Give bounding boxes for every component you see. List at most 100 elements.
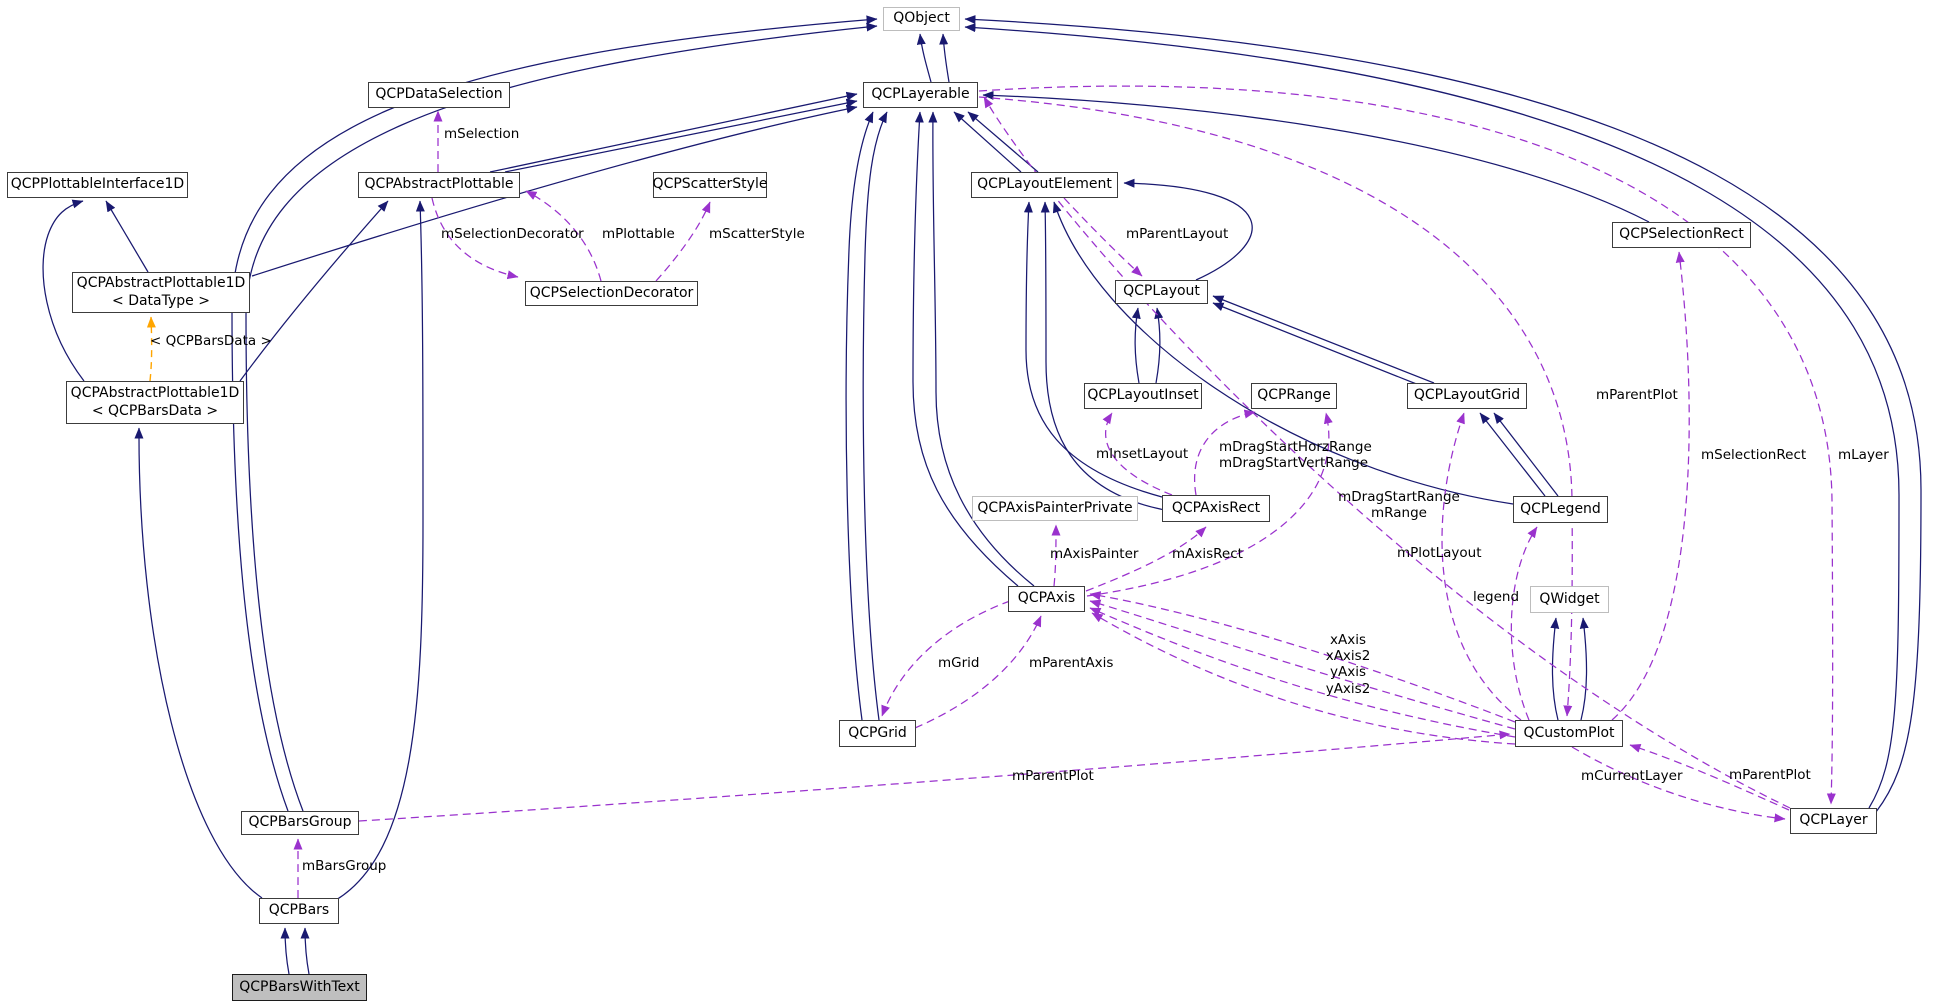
edge-label-maxisrect: mAxisRect <box>1172 546 1243 562</box>
edge-label-axes: xAxis xAxis2 yAxis yAxis2 <box>1325 632 1371 697</box>
edge-label-mgrid: mGrid <box>938 655 980 671</box>
edge-layerable-qobject-1 <box>916 33 932 83</box>
edge-grid-layerable-1 <box>845 111 874 721</box>
edge-xaxis <box>1089 591 1516 723</box>
edge-layoutelement-layerable-1 <box>953 111 1022 173</box>
edge-plottable1d-layerable <box>251 104 858 277</box>
edge-label-mselectiondecorator: mSelectionDecorator <box>441 226 584 242</box>
class-node-qcplayerable[interactable]: QCPLayerable <box>863 82 978 108</box>
edge-mscatterstyle <box>655 201 711 282</box>
edge-barswithtext-bars-1 <box>280 927 290 975</box>
edge-label-mlayer: mLayer <box>1838 447 1889 463</box>
edge-layoutinset-layout-1 <box>1131 307 1141 384</box>
edge-axis-layerable-1 <box>912 111 1019 587</box>
edge-label-mplottable: mPlottable <box>602 226 675 242</box>
edge-label-mparentplot-bottomcenter: mParentPlot <box>1012 768 1094 784</box>
edge-axis-layerable-2 <box>928 111 1035 587</box>
edge-mparentplot-layerable <box>978 96 1573 717</box>
edge-legend-layoutgrid-2 <box>1493 412 1559 497</box>
edge-label-mparentlayout: mParentLayout <box>1126 226 1229 242</box>
edge-mplotlayout <box>1441 412 1522 721</box>
edge-axisrect-layoutelement-1 <box>1023 201 1163 498</box>
class-node-qcpabstractplottable1d-datatype[interactable]: QCPAbstractPlottable1D < DataType > <box>72 272 250 313</box>
edge-layer-qobject-1 <box>964 15 1922 813</box>
edge-plottable1d-interface1d <box>105 200 149 273</box>
class-node-qcplayer[interactable]: QCPLayer <box>1790 808 1877 834</box>
edge-label-mbarsgroup: mBarsGroup <box>302 858 387 874</box>
edge-mplottable <box>525 190 602 282</box>
edge-legend-layoutgrid-1 <box>1479 412 1546 497</box>
class-node-qcpgrid[interactable]: QCPGrid <box>839 720 916 747</box>
edge-barsgroup-qobject-1 <box>231 15 878 812</box>
edge-customplot-qwidget-1 <box>1550 617 1560 721</box>
class-node-qcpplottableinterface1d[interactable]: QCPPlottableInterface1D <box>7 172 188 198</box>
class-node-qcpselectiondecorator[interactable]: QCPSelectionDecorator <box>525 281 698 306</box>
edge-layout-layoutelement-loop <box>1123 178 1253 281</box>
class-node-qcplayoutelement[interactable]: QCPLayoutElement <box>971 172 1118 198</box>
edge-label-mplotlayout: mPlotLayout <box>1397 545 1482 561</box>
edge-label-mparentaxis: mParentAxis <box>1029 655 1114 671</box>
edge-layoutgrid-layout-2 <box>1212 295 1435 384</box>
edge-label-mdragstart-ranges: mDragStartHorzRange mDragStartVertRange <box>1219 439 1372 472</box>
class-node-qcpabstractplottable[interactable]: QCPAbstractPlottable <box>358 172 520 198</box>
class-node-qcplegend[interactable]: QCPLegend <box>1513 496 1608 523</box>
edge-bars-barsdata <box>134 427 263 899</box>
edge-grid-layerable-2 <box>862 111 888 721</box>
class-node-qcplayoutgrid[interactable]: QCPLayoutGrid <box>1407 383 1527 409</box>
edge-barsgroup-qobject-2 <box>245 22 878 812</box>
edge-label-mselection: mSelection <box>444 126 520 142</box>
edge-mparentplot-barsgroup <box>358 730 1511 822</box>
edge-xaxis2 <box>1089 599 1516 730</box>
edge-mlayer <box>978 85 1836 805</box>
edge-label-mcurrentlayer: mCurrentLayer <box>1581 768 1683 784</box>
class-node-qcpselectionrect[interactable]: QCPSelectionRect <box>1612 222 1751 248</box>
edge-barswithtext-bars-2 <box>300 927 310 975</box>
class-node-qcustomplot[interactable]: QCustomPlot <box>1515 720 1623 747</box>
edge-mparentlayout <box>1063 197 1143 277</box>
template-edges <box>146 316 156 382</box>
edge-bars-abstractplottable <box>335 200 425 901</box>
class-node-qcpbars[interactable]: QCPBars <box>259 898 339 924</box>
edge-legend-layoutelement <box>1052 201 1514 505</box>
edge-label-mparentplot-right: mParentPlot <box>1596 387 1678 403</box>
class-node-qcplayoutinset[interactable]: QCPLayoutInset <box>1084 383 1202 409</box>
class-node-qcpaxis[interactable]: QCPAxis <box>1008 586 1085 612</box>
edge-abstractplottable-layerable-2 <box>504 98 858 173</box>
edge-layoutgrid-layout-1 <box>1212 302 1420 386</box>
edge-layerable-qobject-2 <box>939 33 950 83</box>
class-node-qcpscatterstyle[interactable]: QCPScatterStyle <box>653 172 767 198</box>
edge-label-mselectionrect: mSelectionRect <box>1701 447 1807 463</box>
edge-barsdata-interface1d <box>42 199 85 382</box>
class-node-qobject[interactable]: QObject <box>883 7 960 31</box>
class-node-qcplayout[interactable]: QCPLayout <box>1115 280 1208 304</box>
edge-minsetlayout <box>1102 412 1173 496</box>
usage-edges <box>293 85 1836 899</box>
edge-label-legend: legend <box>1473 589 1520 605</box>
edge-customplot-qwidget-2 <box>1579 617 1589 721</box>
edge-maxisrect <box>1085 526 1207 592</box>
class-node-qcpaxisrect[interactable]: QCPAxisRect <box>1162 495 1270 522</box>
class-node-qcprange[interactable]: QCPRange <box>1251 383 1337 409</box>
edge-template-instantiation <box>146 316 156 382</box>
edge-mselectiondecorator <box>431 197 519 280</box>
class-node-qcpbarsgroup[interactable]: QCPBarsGroup <box>241 811 359 835</box>
edge-mselectionrect <box>1611 251 1690 721</box>
class-node-qcpabstractplottable1d-qcpbarsdata[interactable]: QCPAbstractPlottable1D < QCPBarsData > <box>66 381 244 424</box>
class-node-qcpbarswithtext: QCPBarsWithText <box>232 974 367 1001</box>
inheritance-edges <box>42 15 1922 975</box>
class-node-qcpaxispainterprivate: QCPAxisPainterPrivate <box>972 496 1138 521</box>
edge-mdragstartrange-mrange <box>1086 412 1333 597</box>
edge-yaxis <box>1089 607 1516 738</box>
edge-label-mdragstartrange-mrange: mDragStartRange mRange <box>1338 489 1460 522</box>
edge-label-mparentplot-bottomright: mParentPlot <box>1729 767 1811 783</box>
class-node-qwidget[interactable]: QWidget <box>1530 586 1609 613</box>
edge-children-layerable <box>983 96 1791 809</box>
edge-label-maxispainter: mAxisPainter <box>1050 546 1139 562</box>
edge-mparentaxis <box>914 615 1042 729</box>
edge-mgrid <box>881 600 1011 717</box>
edge-yaxis2 <box>1091 612 1516 745</box>
class-node-qcpdataselection[interactable]: QCPDataSelection <box>368 82 510 108</box>
edge-mcurrentlayer <box>1571 746 1786 823</box>
